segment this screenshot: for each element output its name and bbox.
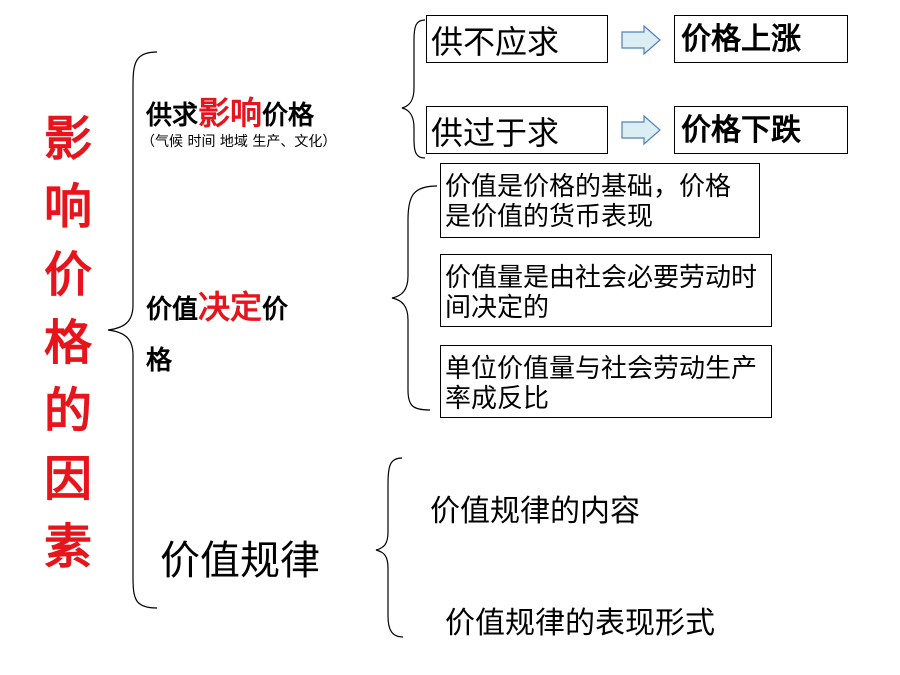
value-point-box: 价值是价格的基础，价格是价值的货币表现: [440, 163, 760, 238]
label-highlight: 决定: [198, 288, 263, 326]
main-brace: [107, 51, 158, 609]
surplus-box: 供过于求: [426, 106, 608, 154]
shortage-box: 供不应求: [426, 15, 608, 63]
value-point-box: 价值量是由社会必要劳动时间决定的: [440, 254, 772, 327]
label-part: 价: [262, 295, 289, 325]
label-part: 供求: [146, 101, 199, 131]
label-part: 价格: [262, 101, 315, 131]
label-part: 价值: [146, 295, 199, 325]
page-title: 影 响 价 格 的 因 素: [43, 111, 92, 575]
value-brace: [391, 185, 438, 411]
price-fall-box: 价格下跌: [674, 106, 848, 154]
law-brace: [375, 457, 404, 638]
supply-brace: [401, 19, 426, 159]
value-point-box: 单位价值量与社会劳动生产率成反比: [440, 345, 772, 418]
law-of-value-label: 价值规律: [160, 538, 320, 584]
supply-demand-label: 供求影响价格: [146, 88, 314, 134]
law-item: 价值规律的表现形式: [445, 606, 715, 641]
price-rise-box: 价格上涨: [674, 15, 848, 63]
value-determines-label-cont: 格: [146, 346, 173, 376]
factors-note: （气候 时间 地域 生产、文化）: [141, 134, 337, 150]
arrow-icon: [621, 24, 661, 56]
value-determines-label: 价值决定价: [146, 282, 288, 328]
label-highlight: 影响: [198, 94, 263, 132]
arrow-icon: [621, 114, 661, 146]
law-item: 价值规律的内容: [430, 494, 640, 529]
